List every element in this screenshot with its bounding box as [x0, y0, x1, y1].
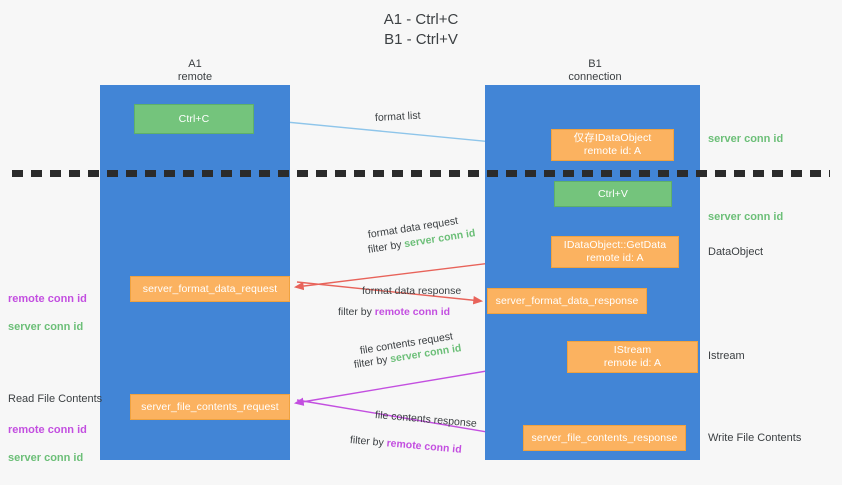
- node-server-file-contents-response[interactable]: server_file_contents_response: [523, 425, 686, 451]
- lane-header-b1: B1 connection: [568, 58, 622, 83]
- annotation-remote-conn-id-1: remote conn id: [8, 293, 87, 305]
- annotation-dataobject: DataObject: [708, 246, 764, 258]
- node-idataobject[interactable]: 仅存IDataObject remote id: A: [551, 129, 674, 161]
- annotation-server-conn-id-2: server conn id: [8, 452, 84, 464]
- annotation-remote-conn-id-2: remote conn id: [8, 424, 87, 436]
- node-ctrl-c[interactable]: Ctrl+C: [134, 104, 254, 134]
- annotation-server-conn-id-mid: server conn id: [708, 211, 784, 223]
- filter-prefix: filter by: [338, 306, 375, 318]
- annotation-write-file-contents: Write File Contents: [708, 432, 802, 444]
- filter-key-remote-conn-id: remote conn id: [374, 306, 451, 318]
- annotation-conn-ids-format: remote conn id server conn id: [8, 278, 87, 348]
- page-title: A1 - Ctrl+C B1 - Ctrl+V: [383, 11, 459, 48]
- annotation-server-conn-id-1: server conn id: [8, 321, 84, 333]
- arrow-file-contents-response: [296, 399, 520, 440]
- annotation-read-file-contents: Read File Contents: [8, 393, 103, 405]
- edge-label-format-list: format list: [374, 109, 421, 124]
- node-idataobject-getdata[interactable]: IDataObject::GetData remote id: A: [551, 236, 679, 268]
- node-server-format-data-request[interactable]: server_format_data_request: [130, 276, 290, 302]
- annotation-istream: Istream: [708, 350, 745, 362]
- annotation-server-conn-id-top: server conn id: [708, 133, 784, 145]
- annotation-conn-ids-file: remote conn id server conn id: [8, 409, 87, 479]
- node-server-file-contents-request[interactable]: server_file_contents_request: [130, 394, 290, 420]
- node-ctrl-v[interactable]: Ctrl+V: [554, 181, 672, 207]
- node-server-format-data-response[interactable]: server_format_data_response: [487, 288, 647, 314]
- edge-label-format-data-response: format data response: [362, 285, 462, 297]
- filter-prefix: filter by: [349, 434, 388, 450]
- edge-label-format-data-response-filter: filter by remote conn id: [338, 305, 450, 319]
- dashed-divider: [12, 170, 830, 177]
- lane-header-a1: A1 remote: [177, 58, 213, 83]
- arrow-format-data-response: [296, 281, 484, 305]
- node-istream[interactable]: IStream remote id: A: [567, 341, 698, 373]
